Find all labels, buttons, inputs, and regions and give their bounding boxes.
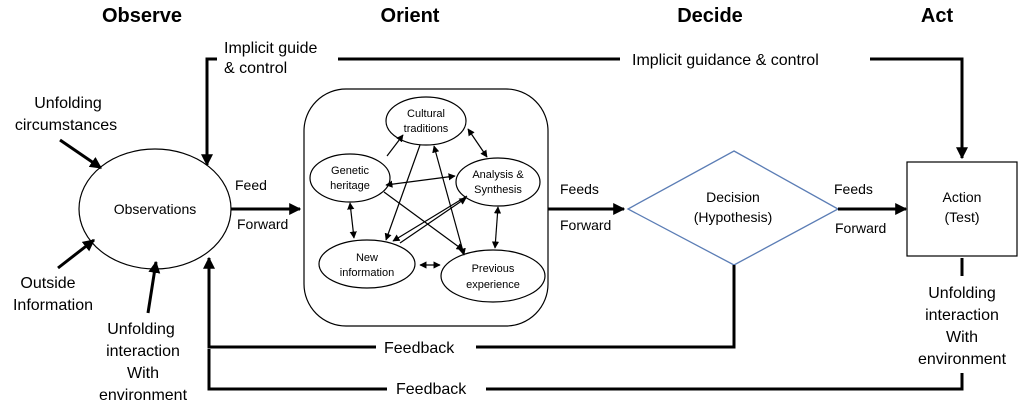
unfolding-circumstances-line2: circumstances — [15, 117, 117, 134]
feedback-label-2: Feedback — [396, 381, 467, 398]
new-information-line2: information — [340, 267, 394, 279]
forward-label-2: Forward — [560, 217, 611, 233]
implicit-guidance-label: Implicit guidance & control — [632, 52, 819, 69]
header-observe: Observe — [102, 5, 182, 27]
unfolding-interaction-line1: Unfolding — [107, 321, 175, 338]
feedback-label-1: Feedback — [384, 340, 455, 357]
genetic-heritage-line1: Genetic — [331, 165, 369, 177]
forward-label-1: Forward — [237, 216, 288, 232]
new-information-line1: New — [356, 252, 378, 264]
genetic-heritage-line2: heritage — [330, 180, 370, 192]
feedback-arrow-1-left — [203, 256, 376, 349]
feeds-label-3: Feeds — [834, 181, 873, 197]
analysis-synthesis-line2: Synthesis — [474, 184, 522, 196]
action-node — [906, 161, 1018, 257]
decision-label-line2: (Hypothesis) — [694, 209, 773, 225]
action-label-line2: (Test) — [945, 209, 980, 225]
act-unfolding-line1: Unfolding — [928, 285, 996, 302]
outside-information-arrow — [57, 238, 95, 270]
decision-node — [626, 150, 840, 266]
previous-experience-node — [440, 249, 546, 303]
header-decide: Decide — [677, 5, 743, 27]
feedback-line-1-right — [476, 265, 736, 349]
unfolding-interaction-arrow — [146, 260, 161, 314]
analysis-synthesis-node — [455, 157, 541, 207]
feedback-line-2-right — [486, 373, 964, 391]
feedback-line-2-left — [207, 349, 387, 391]
implicit-guide-arrow — [201, 57, 217, 167]
unfolding-circumstances-arrow — [59, 138, 102, 170]
action-label-line1: Action — [943, 189, 982, 205]
implicit-guide-label-line1: Implicit guide — [224, 40, 317, 57]
act-unfolding-line2: interaction — [925, 307, 999, 324]
decision-label-line1: Decision — [706, 189, 760, 205]
previous-experience-line1: Previous — [472, 263, 515, 275]
cultural-traditions-line1: Cultural — [407, 108, 445, 120]
unfolding-circumstances-line1: Unfolding — [34, 95, 102, 112]
unfolding-interaction-line4: environment — [99, 387, 188, 404]
genetic-heritage-node — [309, 153, 391, 203]
unfolding-interaction-line2: interaction — [106, 343, 180, 360]
outside-information-line1: Outside — [20, 275, 75, 292]
outside-information-line2: Information — [13, 297, 93, 314]
act-unfolding-line4: environment — [918, 351, 1007, 368]
previous-experience-line2: experience — [466, 279, 520, 291]
header-act: Act — [921, 5, 954, 27]
act-unfolding-line3: With — [946, 329, 978, 346]
unfolding-interaction-line3: With — [127, 365, 159, 382]
forward-label-3: Forward — [835, 220, 886, 236]
feeds-label-2: Feeds — [560, 181, 599, 197]
cultural-traditions-line2: traditions — [404, 123, 449, 135]
feed-label: Feed — [235, 177, 267, 193]
new-information-node — [318, 239, 416, 289]
observations-label: Observations — [114, 201, 196, 217]
implicit-guidance-arrow — [870, 57, 968, 160]
implicit-guide-label-line2: & control — [224, 60, 287, 77]
orient-inner-arrows — [347, 128, 502, 269]
cultural-traditions-node — [385, 96, 467, 146]
analysis-synthesis-line1: Analysis & — [472, 169, 524, 181]
header-orient: Orient — [381, 5, 440, 27]
